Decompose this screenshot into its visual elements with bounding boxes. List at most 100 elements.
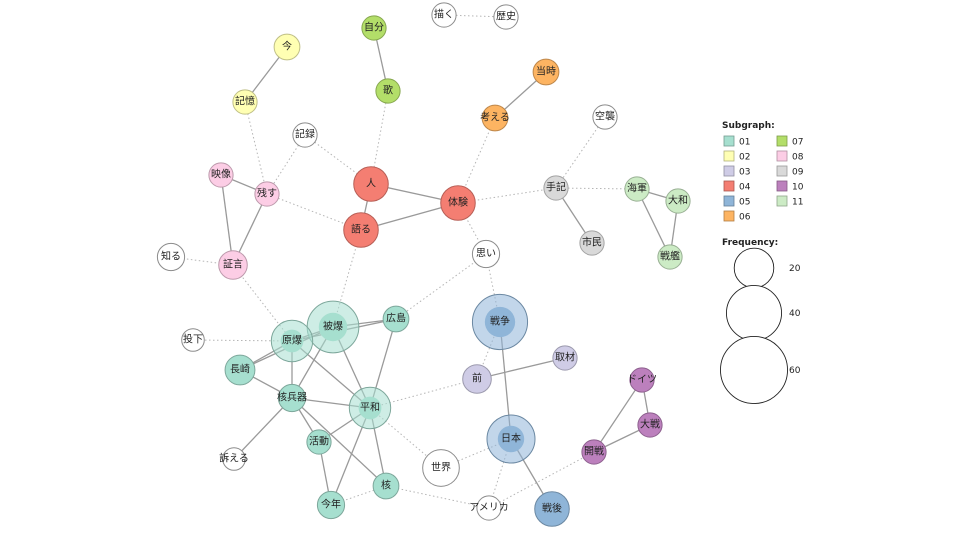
node-taiken[interactable]: 体験 bbox=[440, 185, 476, 221]
legend-swatch-label: 04 bbox=[739, 183, 751, 193]
node-katsudou[interactable]: 活動 bbox=[306, 429, 332, 455]
node-core bbox=[318, 312, 348, 342]
node-senkan[interactable]: 戦艦 bbox=[657, 244, 683, 270]
node-kangaeru[interactable]: 考える bbox=[480, 104, 510, 132]
node-circle bbox=[224, 354, 256, 386]
legend-size-circle bbox=[733, 247, 775, 289]
node-circle bbox=[629, 367, 655, 393]
node-circle bbox=[361, 15, 387, 41]
node-circle bbox=[534, 491, 570, 527]
legend-subgraph-02: 02 bbox=[723, 150, 750, 163]
edge-omoi-hiroshima bbox=[395, 253, 487, 320]
node-eizou[interactable]: 映像 bbox=[208, 162, 234, 188]
edge-kakuheiki-kaku bbox=[291, 397, 387, 487]
legend-size-label: 20 bbox=[789, 264, 801, 274]
node-label: 考える bbox=[480, 112, 510, 124]
node-nihon[interactable]: 日本 bbox=[486, 414, 536, 464]
node-uta[interactable]: 歌 bbox=[375, 78, 401, 104]
node-doitsu[interactable]: ドイツ bbox=[627, 367, 657, 393]
node-hito[interactable]: 人 bbox=[353, 166, 389, 202]
node-circle bbox=[431, 2, 457, 28]
legend-subgraph-09: 09 bbox=[776, 165, 804, 178]
node-kataru[interactable]: 語る bbox=[343, 212, 379, 248]
node-heiwa[interactable]: 平和 bbox=[348, 386, 392, 430]
node-circle bbox=[532, 58, 560, 86]
node-touji[interactable]: 当時 bbox=[532, 58, 560, 86]
node-uttaeru[interactable]: 訴える bbox=[219, 447, 249, 471]
node-circle bbox=[462, 364, 492, 394]
legend-swatch bbox=[776, 135, 788, 147]
node-label: 描く bbox=[434, 8, 454, 21]
legend-swatch-label: 09 bbox=[792, 168, 804, 178]
legend-swatch-label: 08 bbox=[792, 153, 804, 163]
node-label: 今年 bbox=[321, 498, 341, 511]
node-circle bbox=[493, 4, 519, 30]
node-jibun[interactable]: 自分 bbox=[361, 15, 387, 41]
node-nokosu[interactable]: 残す bbox=[254, 181, 280, 207]
legend-frequency-20: 20 bbox=[733, 247, 801, 289]
node-circle bbox=[208, 162, 234, 188]
node-kotoshi[interactable]: 今年 bbox=[316, 490, 346, 520]
node-label: 思い bbox=[476, 248, 496, 260]
legend-size-circle bbox=[720, 336, 788, 404]
node-hiroshima[interactable]: 広島 bbox=[382, 305, 410, 333]
node-omoi[interactable]: 思い bbox=[471, 239, 501, 269]
node-label: 投下 bbox=[183, 333, 203, 346]
node-circle bbox=[592, 104, 618, 130]
node-shiru[interactable]: 知る bbox=[156, 242, 186, 272]
node-circle bbox=[372, 472, 400, 500]
legend-swatch bbox=[776, 195, 788, 207]
node-shuki[interactable]: 手記 bbox=[543, 175, 569, 201]
node-mae[interactable]: 前 bbox=[462, 364, 492, 394]
node-label: 戦争 bbox=[490, 315, 510, 328]
node-circle bbox=[316, 490, 346, 520]
node-sensou[interactable]: 戦争 bbox=[471, 293, 529, 351]
legend-swatch bbox=[723, 165, 735, 177]
node-label: 記録 bbox=[295, 128, 315, 141]
node-yamato[interactable]: 大和 bbox=[665, 188, 691, 214]
node-label: 被爆 bbox=[323, 320, 343, 333]
node-kiroku[interactable]: 記録 bbox=[292, 122, 318, 148]
node-circle bbox=[382, 305, 410, 333]
legend-swatch bbox=[723, 180, 735, 192]
node-label: 記憶 bbox=[235, 95, 255, 108]
legend-swatch bbox=[776, 165, 788, 177]
node-shuzai[interactable]: 取材 bbox=[552, 345, 578, 371]
node-hibaku[interactable]: 被爆 bbox=[306, 300, 360, 354]
node-circle bbox=[543, 175, 569, 201]
node-ima[interactable]: 今 bbox=[273, 33, 301, 61]
node-circle bbox=[579, 230, 605, 256]
node-circle bbox=[343, 212, 379, 248]
edge-shuki-kaigun bbox=[555, 187, 638, 190]
node-kaku_kanji[interactable]: 描く bbox=[431, 2, 457, 28]
node-kaigun[interactable]: 海軍 bbox=[624, 176, 650, 202]
node-genbaku[interactable]: 原爆 bbox=[270, 319, 314, 363]
node-kioku[interactable]: 記憶 bbox=[232, 89, 258, 115]
node-circle bbox=[254, 181, 280, 207]
node-taisen[interactable]: 大戦 bbox=[637, 412, 663, 438]
node-rekishi[interactable]: 歴史 bbox=[493, 4, 519, 30]
node-kakuheiki[interactable]: 核兵器 bbox=[277, 383, 307, 413]
node-kaku[interactable]: 核 bbox=[372, 472, 400, 500]
node-touka[interactable]: 投下 bbox=[181, 328, 205, 352]
node-kuushuu[interactable]: 空襲 bbox=[592, 104, 618, 130]
node-sekai[interactable]: 世界 bbox=[422, 449, 460, 487]
node-circle bbox=[277, 383, 307, 413]
node-america[interactable]: アメリカ bbox=[469, 495, 509, 521]
node-label: 歌 bbox=[383, 84, 393, 97]
node-shougen[interactable]: 証言 bbox=[218, 250, 248, 280]
node-circle bbox=[481, 104, 509, 132]
legend-swatch-label: 02 bbox=[739, 153, 750, 163]
node-kaisen[interactable]: 開戦 bbox=[581, 439, 607, 465]
node-shimin[interactable]: 市民 bbox=[579, 230, 605, 256]
edge-nokosu-kataru bbox=[266, 193, 362, 231]
legend-swatch-label: 03 bbox=[739, 168, 750, 178]
edge-eizou-shougen bbox=[220, 174, 234, 266]
node-sengo[interactable]: 戦後 bbox=[534, 491, 570, 527]
node-nagasaki[interactable]: 長崎 bbox=[224, 354, 256, 386]
legend-subgraph-04: 04 bbox=[723, 180, 751, 193]
legend-swatch-label: 01 bbox=[739, 138, 750, 148]
